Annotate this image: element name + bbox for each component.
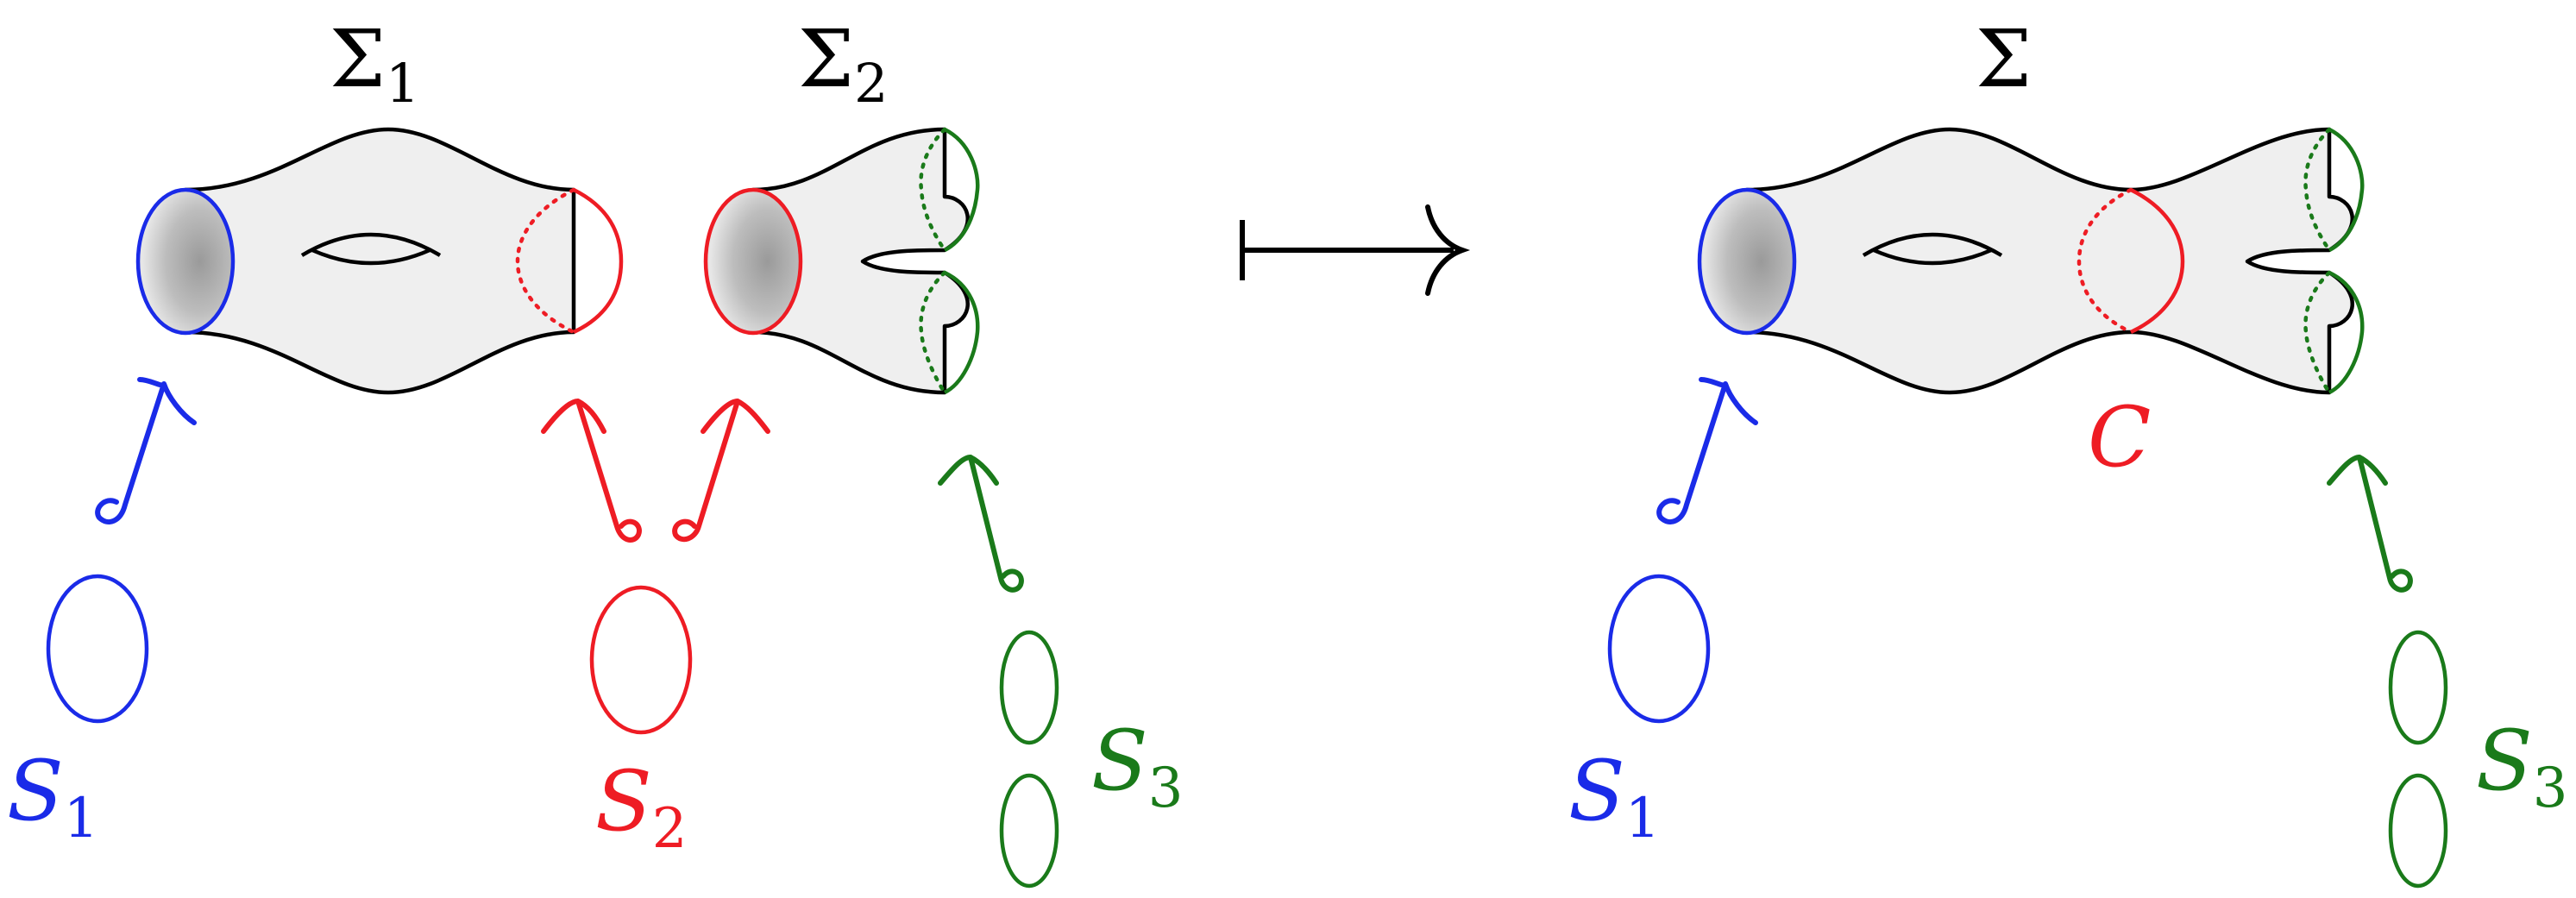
label-sigma-2: Σ2: [798, 13, 889, 115]
arrow-s1-left: [95, 377, 197, 524]
arrow-s2-sigma1: [541, 399, 642, 543]
label-s2-left: S2: [595, 753, 687, 861]
label-sigma: Σ: [1976, 13, 2032, 105]
sigma-boundary-blue: [1697, 187, 1797, 336]
circle-s1-left: [46, 574, 149, 724]
circle-s3-left-top: [999, 630, 1059, 745]
sigma-1-boundary-blue: [135, 187, 236, 336]
sigma-body: [1744, 127, 2354, 395]
arrow-s3-right: [2327, 455, 2413, 593]
sigma-2-boundary-green-top-front: [943, 127, 980, 253]
circle-s3-right-top: [2388, 630, 2448, 745]
label-s1-right: S1: [1568, 743, 1660, 851]
sigma-2-boundary-green-bottom-back: [919, 270, 947, 395]
circle-s3-right-bottom: [2388, 773, 2448, 889]
circle-s1-right: [1607, 574, 1711, 724]
label-s3-right: S3: [2476, 713, 2567, 820]
curve-c-front: [2129, 187, 2185, 335]
sigma-1-handle: [300, 232, 442, 266]
sigma-2-cap: [706, 190, 801, 333]
sigma-1-boundary-red-back: [515, 187, 576, 335]
surface-sigma-2: [703, 127, 980, 395]
circle-s2-left: [589, 585, 693, 735]
sigma-1-cap: [138, 190, 233, 333]
sigma-cap: [1700, 190, 1794, 333]
circle-s3-left-bottom: [999, 773, 1059, 889]
sigma-boundary-green-bottom-back: [2303, 270, 2332, 395]
label-c: C: [2088, 389, 2151, 486]
sigma-2-boundary-green-top-back: [919, 127, 947, 253]
arrow-s2-sigma2: [672, 399, 770, 543]
sigma-boundary-green-top-back: [2303, 127, 2332, 253]
sigma-2-body: [751, 127, 970, 395]
label-sigma-1: Σ1: [330, 13, 420, 115]
maps-to-arrow: [1240, 204, 1471, 296]
arrow-s1-right: [1656, 377, 1758, 524]
sigma-2-boundary-green-bottom-front: [943, 270, 980, 395]
arrow-s3-left: [938, 455, 1024, 593]
sigma-boundary-green-top-front: [2328, 127, 2365, 253]
sigma-handle: [1862, 232, 2003, 266]
sigma-2-boundary-red: [703, 187, 803, 336]
label-s3-left: S3: [1091, 713, 1183, 820]
sigma-1-boundary-red-front: [572, 187, 624, 335]
surface-sigma: [1697, 127, 2365, 395]
label-s1-left: S1: [7, 743, 98, 851]
sigma-boundary-green-bottom-front: [2328, 270, 2365, 395]
surface-sigma-1: [135, 127, 624, 395]
curve-c-back: [2077, 187, 2133, 335]
